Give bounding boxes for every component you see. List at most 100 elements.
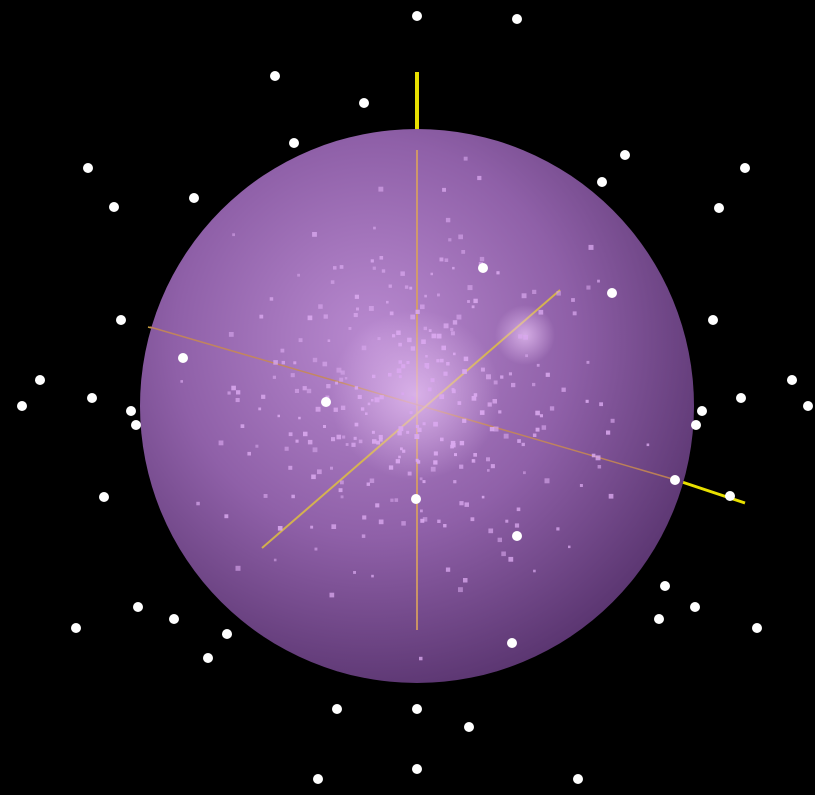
inner-point xyxy=(440,258,444,262)
inner-point xyxy=(339,378,343,382)
inner-point xyxy=(501,552,506,557)
inner-point xyxy=(440,438,444,442)
outer-point xyxy=(87,393,97,403)
inner-point xyxy=(296,440,299,443)
inner-point xyxy=(318,304,323,309)
outer-point xyxy=(412,704,422,714)
inner-point xyxy=(498,538,502,542)
inner-point xyxy=(488,529,493,534)
inner-point xyxy=(324,314,328,318)
inner-point xyxy=(431,273,434,276)
inner-point xyxy=(405,285,408,288)
inner-point xyxy=(409,287,412,290)
inner-point xyxy=(411,397,414,400)
inner-point xyxy=(362,346,367,351)
inner-point xyxy=(442,188,446,192)
outer-point xyxy=(359,98,369,108)
inner-point xyxy=(273,376,276,379)
inner-point xyxy=(372,439,377,444)
inner-point xyxy=(365,412,368,415)
outer-point xyxy=(512,531,522,541)
inner-point xyxy=(523,471,526,474)
inner-point xyxy=(380,256,384,260)
inner-point xyxy=(345,377,348,380)
inner-point xyxy=(493,399,498,404)
inner-point xyxy=(375,503,379,507)
outer-point xyxy=(321,397,331,407)
inner-point xyxy=(371,259,374,262)
inner-point xyxy=(337,435,342,440)
inner-point xyxy=(597,280,600,283)
inner-point xyxy=(361,407,364,410)
inner-point xyxy=(291,495,295,499)
inner-point xyxy=(444,323,449,328)
inner-point xyxy=(573,311,577,315)
inner-point xyxy=(491,464,495,468)
inner-point xyxy=(379,435,383,439)
inner-point xyxy=(556,291,561,296)
inner-point xyxy=(273,360,278,365)
inner-point xyxy=(397,368,402,373)
inner-point xyxy=(303,386,307,390)
inner-point xyxy=(224,514,228,518)
inner-point xyxy=(532,383,535,386)
outer-point xyxy=(289,138,299,148)
outer-point xyxy=(690,602,700,612)
inner-point xyxy=(480,410,485,415)
inner-point xyxy=(446,362,450,366)
inner-point xyxy=(289,432,293,436)
inner-point xyxy=(448,238,451,241)
inner-point xyxy=(354,437,357,440)
inner-point xyxy=(247,452,251,456)
inner-point xyxy=(473,299,477,303)
inner-point xyxy=(389,285,392,288)
inner-point xyxy=(445,258,449,262)
inner-point xyxy=(264,494,268,498)
inner-point xyxy=(532,290,536,294)
inner-point xyxy=(482,496,485,499)
inner-point xyxy=(288,466,292,470)
inner-point xyxy=(390,312,394,316)
inner-point xyxy=(587,361,590,364)
inner-point xyxy=(462,419,466,423)
inner-point xyxy=(355,295,359,299)
inner-point xyxy=(458,587,463,592)
inner-point xyxy=(540,414,543,417)
inner-point xyxy=(196,502,200,506)
inner-point xyxy=(341,495,344,498)
inner-point xyxy=(517,439,521,443)
inner-point xyxy=(331,437,335,441)
inner-point xyxy=(367,483,370,486)
inner-point xyxy=(417,428,421,432)
inner-point xyxy=(433,460,437,464)
inner-point xyxy=(437,294,440,297)
inner-point xyxy=(341,406,345,410)
inner-point xyxy=(400,271,405,276)
inner-point xyxy=(370,479,375,484)
inner-point xyxy=(515,523,519,527)
outer-point xyxy=(512,14,522,24)
outer-point xyxy=(412,11,422,21)
inner-point xyxy=(356,308,359,311)
inner-point xyxy=(337,368,342,373)
inner-point xyxy=(333,266,337,270)
inner-point xyxy=(428,388,432,392)
inner-point xyxy=(369,306,374,311)
inner-point xyxy=(313,358,317,362)
outer-point xyxy=(464,722,474,732)
inner-point xyxy=(486,374,491,379)
inner-point xyxy=(505,520,508,523)
inner-point xyxy=(397,431,401,435)
inner-point xyxy=(401,521,406,526)
outer-point xyxy=(478,263,488,273)
inner-point xyxy=(536,428,540,432)
inner-point xyxy=(611,419,615,423)
inner-point xyxy=(556,527,559,530)
inner-point xyxy=(453,353,456,356)
inner-point xyxy=(285,447,289,451)
inner-point xyxy=(261,395,265,399)
inner-point xyxy=(236,390,240,394)
inner-point xyxy=(592,454,596,458)
inner-point xyxy=(436,359,439,362)
inner-point xyxy=(398,456,401,459)
